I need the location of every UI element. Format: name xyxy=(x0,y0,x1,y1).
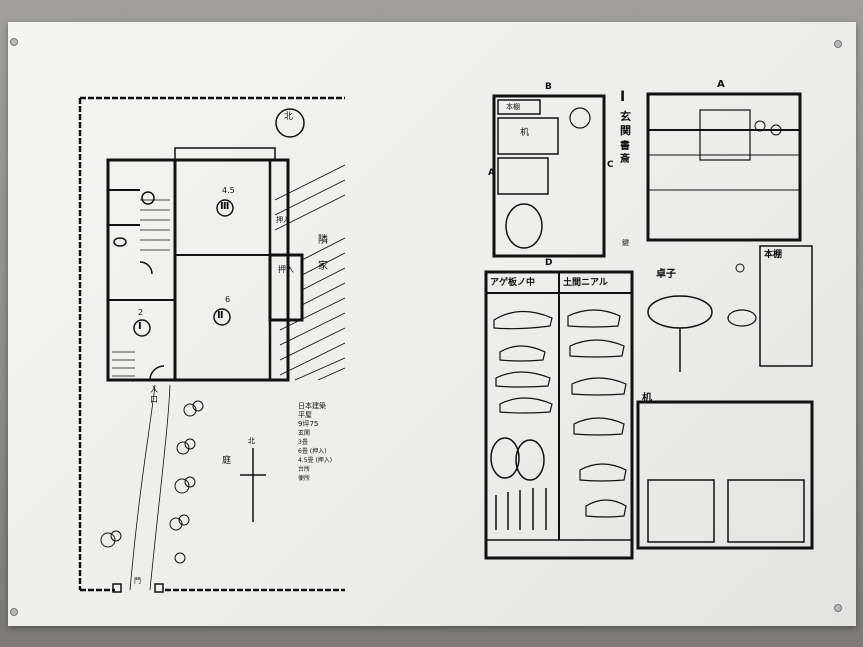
legend-line: 台所 xyxy=(298,466,311,473)
shelf-plan-label: 本棚 xyxy=(506,103,520,111)
entrance-roman-numeral: Ⅰ xyxy=(620,89,626,105)
closet-label-lower: 押入 xyxy=(278,265,294,274)
north-arrow-label: 北 xyxy=(248,437,255,445)
section-b-label: B xyxy=(545,82,552,92)
section-c-label: C xyxy=(607,160,614,170)
shoes-right-title: 土間ニアル xyxy=(563,278,608,288)
legend-line: 4.5畳 (押入) xyxy=(298,457,333,464)
room-label-3: Ⅲ xyxy=(220,201,230,212)
right-sketch-panels xyxy=(484,92,814,560)
legend-line: 便所 xyxy=(298,475,311,482)
key-label: 鍵 xyxy=(622,239,629,247)
legend-title: 日本建築 xyxy=(298,402,326,410)
plan-legend: 日本建築 平屋 9坪75 玄関 3畳 6畳 (押入) 4.5畳 (押入) 台所 … xyxy=(298,402,344,483)
pin-top-right xyxy=(834,40,842,48)
desk-title: 机 xyxy=(642,393,652,404)
north-symbol: 北 xyxy=(284,112,294,122)
legend-line: 9坪75 xyxy=(298,420,319,428)
pin-top-left xyxy=(10,38,18,46)
left-floor-plan xyxy=(78,96,345,593)
garden-shrubs xyxy=(100,400,204,564)
shoe-sketches xyxy=(493,309,627,518)
room-label-1: Ⅰ xyxy=(138,321,142,332)
mat-count-3: 4.5 xyxy=(222,186,235,195)
shoes-left-title: アゲ板ノ中 xyxy=(490,278,536,288)
legend-line: 平屋 xyxy=(298,411,312,419)
desk-plan-label: 机 xyxy=(520,128,530,138)
entrance-title: 玄関 xyxy=(620,110,631,137)
pin-bottom-left xyxy=(10,608,18,616)
mat-count-2: 6 xyxy=(225,295,231,304)
bookshelf-title: 本棚 xyxy=(764,250,783,260)
legend-line: 6畳 (押入) xyxy=(298,448,327,455)
table-title: 卓子 xyxy=(656,269,676,280)
gate-label: 門 xyxy=(134,577,141,585)
section-d-label: D xyxy=(545,258,553,268)
closet-label-upper: 押入 xyxy=(276,216,290,224)
tool-sketches xyxy=(495,488,547,530)
mat-count-1: 2 xyxy=(138,308,144,317)
legend-line: 玄関 xyxy=(298,430,311,437)
section-a-side-label: A xyxy=(488,168,495,178)
legend-line: 3畳 xyxy=(298,439,308,446)
neighbor-hatch xyxy=(274,164,346,381)
room-label-2: Ⅱ xyxy=(217,310,224,321)
section-a-label: A xyxy=(717,79,725,90)
study-title: 書斎 xyxy=(620,141,630,165)
garden-label: 庭 xyxy=(222,456,232,466)
entrance-label: 入口 xyxy=(150,385,158,404)
pin-bottom-right xyxy=(834,604,842,612)
neighbor-label: 隣家 xyxy=(318,235,328,272)
